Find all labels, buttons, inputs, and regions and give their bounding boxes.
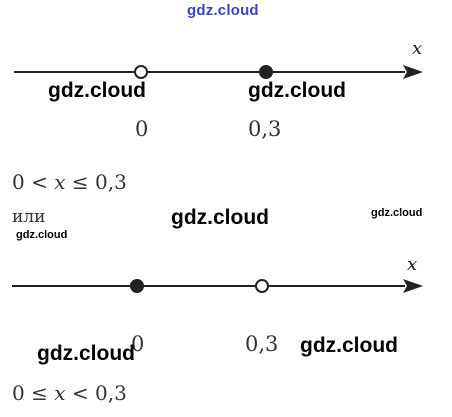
number-line-2 [12, 279, 423, 293]
filled-point-0 [130, 279, 144, 293]
axis-arrow-1 [403, 65, 423, 79]
axis-var-label-1: x [412, 38, 423, 59]
watermark: gdz.cloud [37, 342, 135, 365]
filled-point-0-3 [259, 65, 273, 79]
watermark: gdz.cloud [171, 206, 269, 229]
tick-label-0: 0 [131, 332, 145, 356]
tick-label-0-3: 0,3 [248, 117, 282, 141]
axis-arrow-2 [403, 279, 423, 293]
watermark: gdz.cloud [371, 207, 423, 219]
open-point-0 [134, 65, 148, 79]
tick-label-0-3: 0,3 [245, 332, 279, 356]
inequality-2: 0 ≤ x < 0,3 [12, 381, 127, 405]
axis-var-label-2: x [407, 254, 418, 275]
watermark: gdz.cloud [48, 79, 146, 102]
number-line-1 [14, 65, 423, 79]
tick-label-0: 0 [135, 117, 149, 141]
watermark-top: gdz.cloud [187, 2, 259, 19]
watermark: gdz.cloud [16, 229, 68, 241]
separator-text: или [12, 207, 46, 227]
open-point-0-3 [255, 279, 269, 293]
watermark: gdz.cloud [300, 334, 398, 357]
watermark: gdz.cloud [248, 79, 346, 102]
inequality-1: 0 < x ≤ 0,3 [12, 170, 127, 194]
